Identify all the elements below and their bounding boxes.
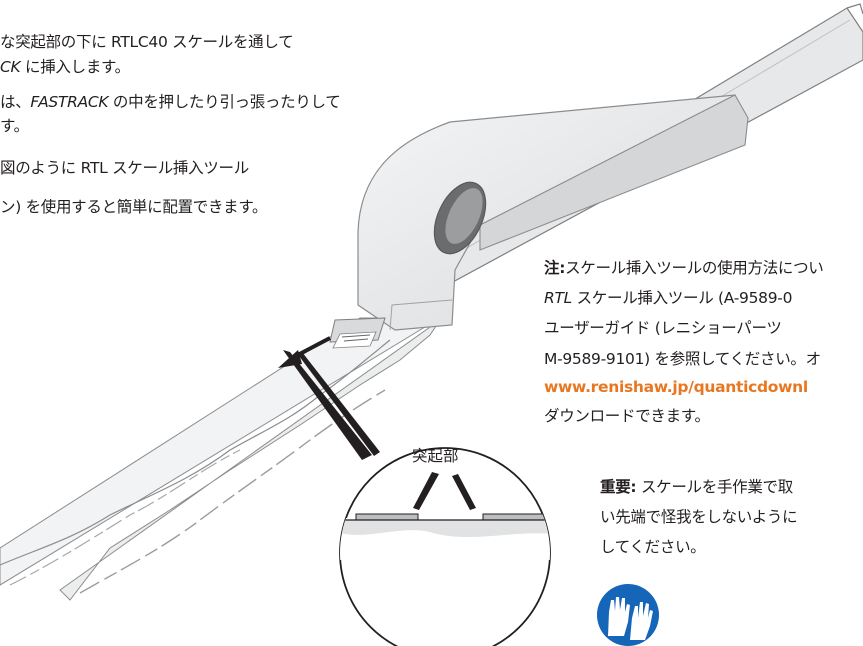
zoom-callout-circle	[339, 447, 551, 646]
fastrack-italic-2: FASTRACK	[30, 93, 109, 111]
note-line-4: M-9589-9101) を参照してください。オ	[544, 350, 821, 368]
rtl-italic: RTL	[544, 289, 572, 307]
note-line-3: ユーザーガイド (レニショーパーツ	[544, 319, 782, 337]
important-line-1-rest: スケールを手作業で取	[636, 478, 793, 496]
instruction-line-3: は、FASTRACK の中を押したり引っ張ったりして	[0, 92, 341, 112]
instruction-line-1: な突起部の下に RTLC40 スケールを通して	[0, 33, 294, 51]
important-label: 重要:	[600, 478, 637, 496]
instruction-line-6: ン) を使用すると簡単に配置できます。	[0, 198, 268, 216]
protrusion-callout-label: 突起部	[412, 447, 459, 465]
instruction-line-2: CK に挿入します。	[0, 57, 130, 77]
note-line-2: RTL スケール挿入ツール (A-9589-0	[544, 288, 792, 308]
instruction-line-4: す。	[0, 117, 29, 135]
instruction-line-3-rest: の中を押したり引っ張ったりして	[108, 93, 341, 111]
note-line-2-rest: スケール挿入ツール (A-9589-0	[571, 289, 793, 307]
fastrack-italic: CK	[0, 58, 21, 76]
wear-gloves-icon	[608, 597, 653, 640]
note-label: 注:	[544, 259, 566, 277]
important-line-2: い先端で怪我をしないように	[600, 508, 798, 526]
instruction-line-2-rest: に挿入します。	[20, 58, 130, 76]
instruction-line-5: 図のように RTL スケール挿入ツール	[0, 159, 249, 177]
note-line-1: 注:スケール挿入ツールの使用方法につい	[544, 258, 824, 278]
scale-insertion-tool	[357, 94, 749, 331]
note-line-6: ダウンロードできます。	[544, 407, 710, 425]
callout-pointer-lines	[283, 350, 380, 460]
important-line-1: 重要: スケールを手作業で取	[600, 477, 793, 497]
download-link[interactable]: www.renishaw.jp/quanticdownl	[544, 378, 808, 396]
note-line-1-rest: スケール挿入ツールの使用方法につい	[565, 259, 824, 277]
instruction-line-3-prefix: は、	[0, 93, 31, 111]
scale-label-patch	[329, 317, 386, 349]
important-line-3: してください。	[600, 538, 706, 556]
